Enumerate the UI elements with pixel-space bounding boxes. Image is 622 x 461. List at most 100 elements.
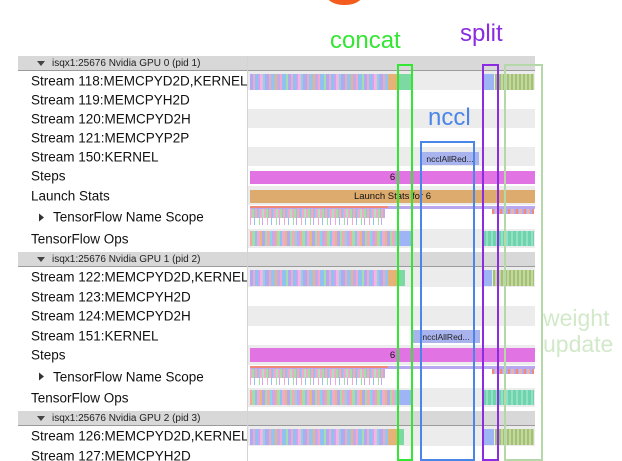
split-annotation-box	[482, 64, 499, 461]
track-tf-name-scope[interactable]	[248, 365, 535, 388]
tf-ops-band[interactable]	[250, 231, 400, 246]
split-op-event[interactable]	[400, 231, 412, 246]
row-stream-127: Stream 127:MEMCPYH2D	[0, 446, 622, 461]
row-tf-name-scope: TensorFlow Name Scope	[0, 205, 622, 229]
name-scope-top-band[interactable]	[250, 366, 535, 369]
concat-kernel-event[interactable]	[397, 270, 405, 286]
row-label: TensorFlow Name Scope	[53, 369, 204, 384]
row-label: Launch Stats	[31, 188, 110, 203]
track-tf-ops[interactable]	[248, 229, 535, 248]
name-scope-ops-band[interactable]	[250, 369, 385, 378]
row-stream-124: Stream 124:MEMCPYD2H	[0, 306, 622, 326]
weight-update-ops-band[interactable]	[483, 390, 534, 405]
track-stream-150[interactable]: ncclAllRed...	[248, 147, 535, 166]
label-column-divider	[247, 56, 248, 461]
name-scope-right-band[interactable]	[492, 369, 534, 374]
weight-update-line1: weight	[543, 305, 610, 331]
expand-triangle-icon	[39, 372, 44, 381]
row-label-expandable[interactable]: TensorFlow Name Scope	[31, 369, 247, 384]
row-label: Stream 118:MEMCPYD2D,KERNEL,ME	[31, 73, 247, 88]
name-scope-ops-band[interactable]	[250, 209, 385, 218]
track-tf-ops[interactable]	[248, 388, 535, 407]
track-stream-122[interactable]	[248, 267, 535, 287]
row-label: Stream 121:MEMCPYP2P	[31, 130, 190, 145]
weight-update-annotation-label: weight update	[543, 305, 613, 357]
row-stream-151: Stream 151:KERNEL ncclAllRed...	[0, 326, 622, 345]
nccl-annotation-box	[420, 141, 475, 461]
trace-viewer: isqx1:25676 Nvidia GPU 0 (pid 1) Stream …	[0, 56, 622, 461]
track-launch-stats[interactable]: Launch Stats for 6	[248, 186, 535, 205]
row-label: Stream 120:MEMCPYD2H	[31, 111, 191, 126]
orange-annotation-fragment	[327, 0, 362, 5]
row-label: Stream 122:MEMCPYD2D,KERNEL,MI	[31, 269, 247, 285]
row-label: Stream 123:MEMCPYH2D	[31, 289, 191, 304]
name-scope-salmon-band[interactable]	[250, 206, 388, 208]
collapse-triangle-icon	[37, 60, 45, 66]
step-6-bar[interactable]: 6	[250, 171, 535, 184]
row-stream-150: Stream 150:KERNEL ncclAllRed...	[0, 147, 622, 166]
row-label-expandable[interactable]: TensorFlow Name Scope	[31, 210, 247, 225]
row-stream-122: Stream 122:MEMCPYD2D,KERNEL,MI	[0, 267, 622, 287]
row-launch-stats: Launch Stats Launch Stats for 6	[0, 186, 622, 205]
section-header-gpu1[interactable]: isqx1:25676 Nvidia GPU 1 (pid 2)	[18, 252, 535, 267]
row-label: Steps	[31, 347, 66, 363]
kernel-activity-band[interactable]	[250, 429, 388, 445]
launch-stats-bar[interactable]: Launch Stats for 6	[250, 190, 535, 203]
section-title: isqx1:25676 Nvidia GPU 1 (pid 2)	[52, 253, 201, 265]
split-kernel-event[interactable]	[483, 270, 492, 286]
row-steps: Steps 6	[0, 166, 622, 186]
kernel-activity-band[interactable]	[250, 73, 388, 90]
track-steps[interactable]: 6	[248, 345, 535, 365]
section-header-gpu0[interactable]: isqx1:25676 Nvidia GPU 0 (pid 1)	[18, 56, 535, 71]
row-stream-123: Stream 123:MEMCPYH2D	[0, 287, 622, 306]
expand-triangle-icon	[39, 213, 44, 221]
row-label: TensorFlow Name Scope	[53, 209, 204, 225]
kernel-activity-band[interactable]	[250, 270, 388, 286]
memcpy-event[interactable]	[388, 429, 397, 445]
weight-update-ops-band[interactable]	[483, 231, 534, 246]
memcpy-event[interactable]	[388, 270, 397, 286]
row-label: TensorFlow Ops	[31, 231, 129, 246]
tf-ops-band[interactable]	[250, 390, 400, 405]
section-title: isqx1:25676 Nvidia GPU 0 (pid 1)	[52, 57, 201, 69]
row-label: TensorFlow Ops	[31, 390, 129, 405]
split-kernel-event[interactable]	[482, 429, 494, 445]
step-6-bar[interactable]: 6	[250, 348, 535, 362]
nccl-annotation-label: nccl	[428, 104, 471, 131]
row-stream-121: Stream 121:MEMCPYP2P	[0, 128, 622, 147]
section-header-gpu2[interactable]: isqx1:25676 Nvidia GPU 2 (pid 3)	[18, 411, 535, 426]
row-tf-ops: TensorFlow Ops	[0, 229, 622, 248]
split-annotation-label: split	[460, 20, 503, 47]
split-op-event[interactable]	[400, 390, 412, 405]
name-scope-right-band[interactable]	[492, 209, 534, 214]
memcpy-event[interactable]	[388, 73, 397, 90]
row-label: Stream 119:MEMCPYH2D	[31, 92, 190, 107]
weight-update-band[interactable]	[493, 270, 534, 286]
name-scope-ops-ticks[interactable]	[250, 378, 385, 385]
name-scope-top-band[interactable]	[250, 206, 535, 209]
concat-kernel-event[interactable]	[397, 429, 404, 445]
weight-update-annotation-box	[504, 64, 543, 461]
row-label: Stream 151:KERNEL	[31, 328, 159, 343]
concat-annotation-label: concat	[330, 27, 401, 54]
track-stream-120[interactable]	[248, 109, 535, 128]
row-tf-ops: TensorFlow Ops	[0, 388, 622, 407]
track-stream-124[interactable]	[248, 306, 535, 326]
row-steps: Steps 6	[0, 345, 622, 365]
name-scope-ops-ticks[interactable]	[250, 218, 385, 225]
collapse-triangle-icon	[37, 256, 45, 262]
row-tf-name-scope: TensorFlow Name Scope	[0, 365, 622, 388]
weight-update-line2: update	[543, 331, 614, 357]
track-steps[interactable]: 6	[248, 166, 535, 186]
row-stream-119: Stream 119:MEMCPYH2D	[0, 90, 622, 109]
split-kernel-event[interactable]	[482, 73, 494, 90]
nccl-allreduce-event[interactable]: ncclAllRed...	[412, 330, 480, 343]
track-stream-151[interactable]: ncclAllRed...	[248, 326, 535, 345]
concat-kernel-event[interactable]	[397, 73, 413, 90]
row-label: Stream 127:MEMCPYH2D	[31, 448, 191, 461]
name-scope-salmon-band[interactable]	[250, 366, 388, 368]
nccl-allreduce-event[interactable]: ncclAllRed...	[421, 152, 479, 165]
row-label: Stream 124:MEMCPYD2H	[31, 308, 191, 324]
track-tf-name-scope[interactable]	[248, 205, 535, 229]
